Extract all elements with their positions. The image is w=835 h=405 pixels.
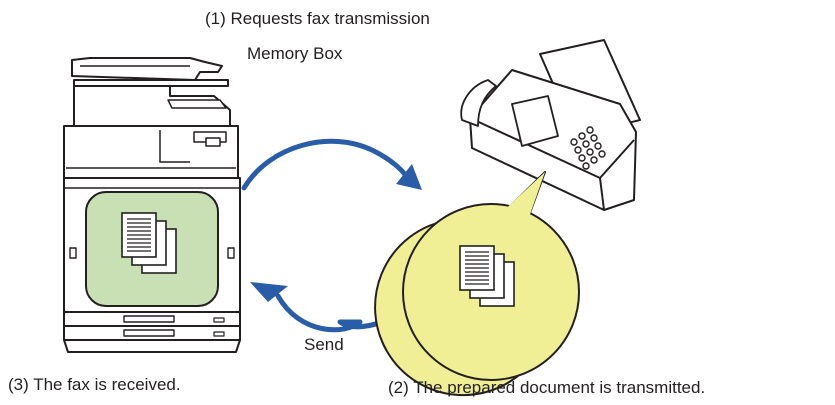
- request-arrowhead: [396, 164, 422, 190]
- memory-box-label: Memory Box: [247, 44, 343, 63]
- transmitted-label: (2) The prepared document is transmitted…: [388, 378, 706, 397]
- fax-machine-icon: [460, 39, 641, 211]
- send-label: Send: [304, 335, 344, 354]
- request-label: (1) Requests fax transmission: [205, 9, 430, 28]
- send-arrowhead: [250, 282, 288, 302]
- request-arrow: [241, 138, 409, 191]
- received-label: (3) The fax is received.: [8, 375, 181, 394]
